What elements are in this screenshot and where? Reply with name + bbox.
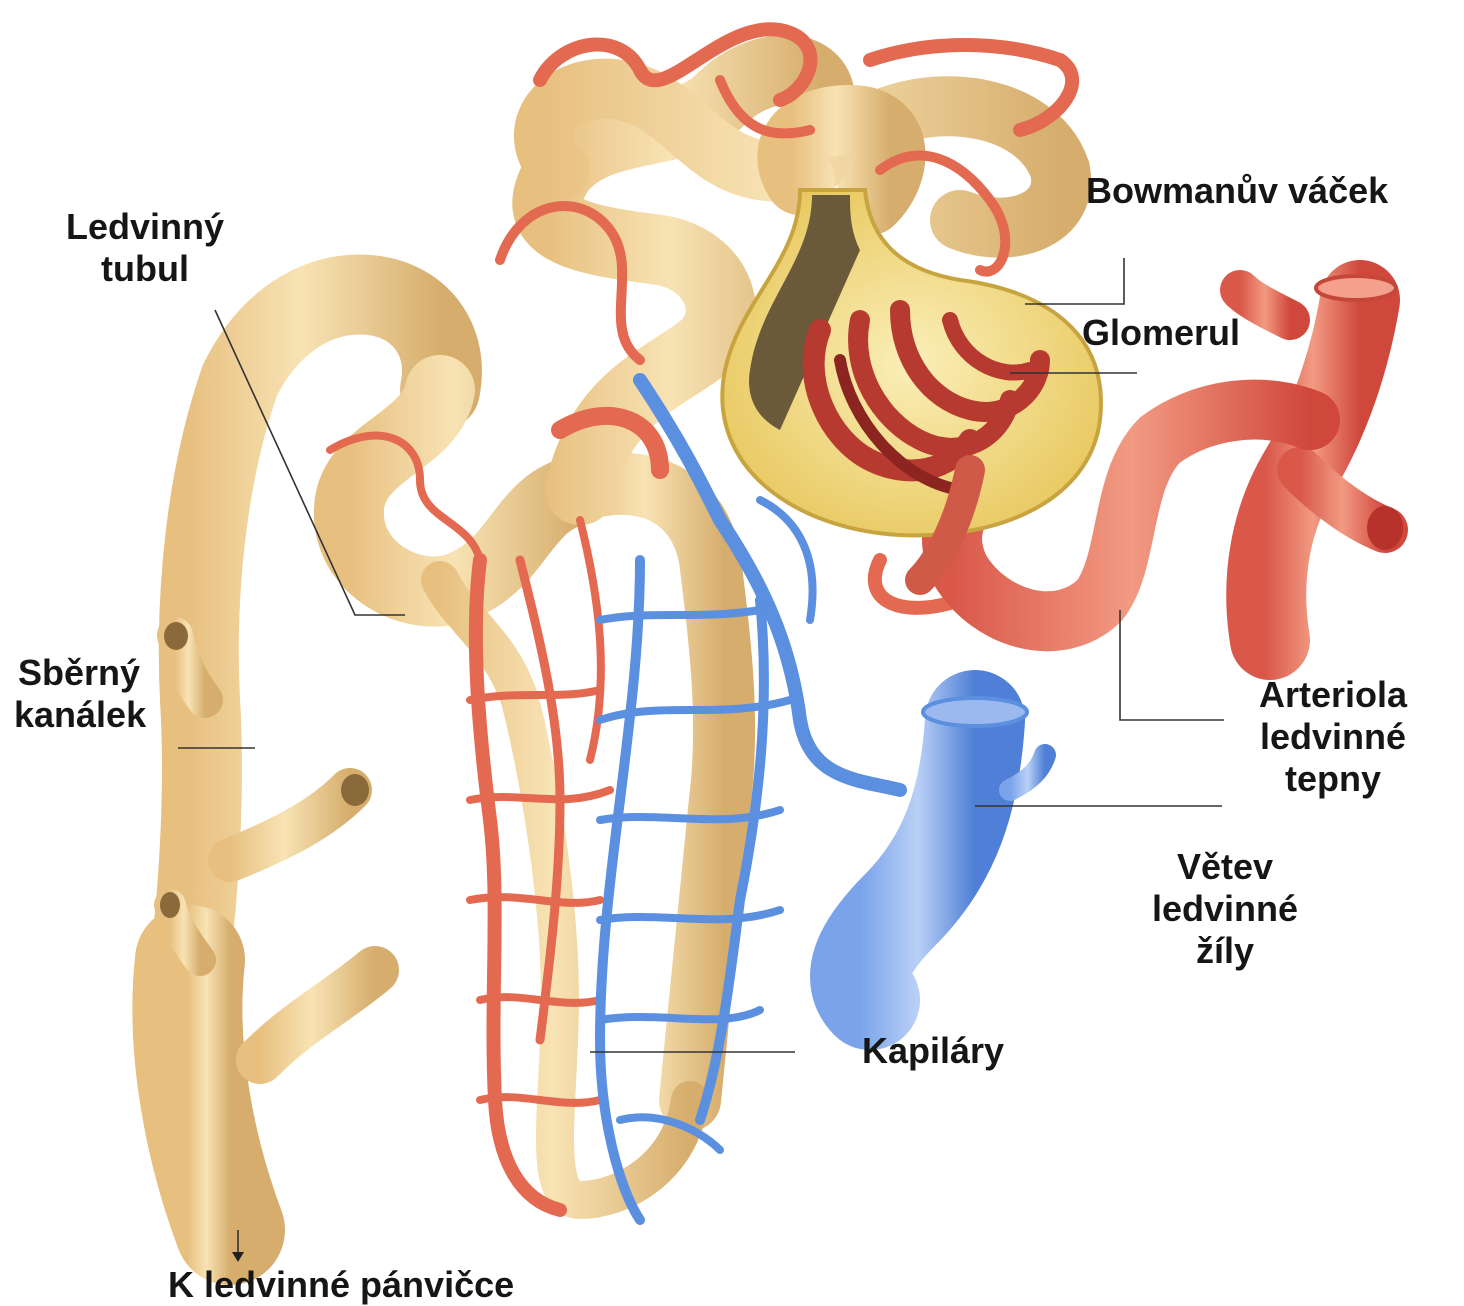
label-renal-arteriole-line1: Arteriola xyxy=(1228,674,1438,716)
label-renal-tubule-line2: tubul xyxy=(40,248,250,290)
label-renal-tubule-line1: Ledvinný xyxy=(40,206,250,248)
renal-vein-branch xyxy=(860,698,1045,1000)
label-renal-tubule: Ledvinný tubul xyxy=(40,206,250,290)
label-capillaries: Kapiláry xyxy=(862,1030,1004,1072)
label-collecting-duct-line2: kanálek xyxy=(14,694,146,736)
label-glomerulus: Glomerul xyxy=(1082,312,1240,354)
label-collecting-duct: Sběrný kanálek xyxy=(14,652,146,736)
label-renal-vein-branch-line3: žíly xyxy=(1120,930,1330,972)
label-renal-vein-branch-line2: ledvinné xyxy=(1120,888,1330,930)
label-collecting-duct-line1: Sběrný xyxy=(14,652,146,694)
label-renal-vein-branch-line1: Větev xyxy=(1120,846,1330,888)
label-renal-arteriole-line2: ledvinné xyxy=(1228,716,1438,758)
leader-renal-arteriole xyxy=(1120,610,1224,720)
label-renal-arteriole: Arteriola ledvinné tepny xyxy=(1228,674,1438,800)
leader-bowman-capsule xyxy=(1025,258,1124,304)
label-glomerulus-text: Glomerul xyxy=(1082,312,1240,354)
label-renal-vein-branch: Větev ledvinné žíly xyxy=(1120,846,1330,972)
label-to-renal-pelvis: K ledvinné pánvičce xyxy=(168,1264,514,1306)
label-renal-arteriole-line3: tepny xyxy=(1228,758,1438,800)
label-to-renal-pelvis-text: K ledvinné pánvičce xyxy=(168,1264,514,1306)
label-bowman-capsule-text: Bowmanův váček xyxy=(1086,170,1388,212)
label-capillaries-text: Kapiláry xyxy=(862,1030,1004,1072)
label-bowman-capsule: Bowmanův váček xyxy=(1086,170,1388,212)
